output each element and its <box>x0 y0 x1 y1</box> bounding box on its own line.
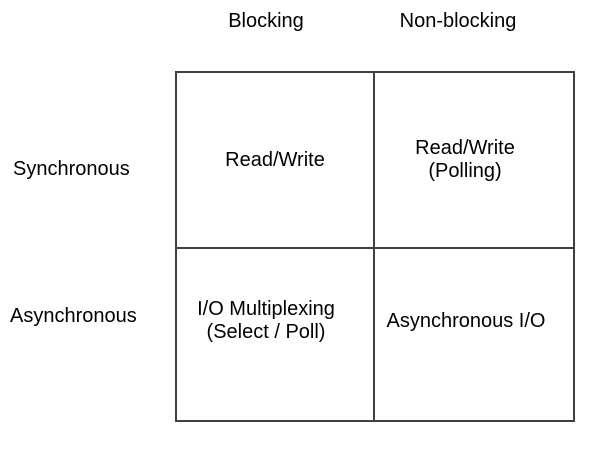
cell-label-line: Read/Write <box>225 148 325 171</box>
row-header-asynchronous: Asynchronous <box>10 305 137 327</box>
cell-synchronous-blocking: Read/Write <box>177 73 375 249</box>
cell-label: Asynchronous I/O <box>387 310 546 333</box>
cell-label-line: (Select / Poll) <box>206 321 326 343</box>
cell-synchronous-non-blocking: Read/Write (Polling) <box>375 73 573 249</box>
cell-label: Read/Write <box>225 149 325 172</box>
cell-label-line: Asynchronous I/O <box>386 309 546 332</box>
row-header-synchronous: Synchronous <box>13 158 130 180</box>
cell-label-line: (Polling) <box>428 160 502 182</box>
column-header-non-blocking: Non-blocking <box>399 10 517 32</box>
cell-label-line: Read/Write <box>415 137 515 159</box>
cell-asynchronous-blocking: I/O Multiplexing (Select / Poll) <box>177 249 375 420</box>
cell-label: Read/Write (Polling) <box>415 137 515 183</box>
column-header-blocking: Blocking <box>228 10 304 32</box>
cell-label: I/O Multiplexing (Select / Poll) <box>197 298 335 344</box>
matrix-grid: Read/Write Read/Write (Polling) I/O Mult… <box>175 71 575 422</box>
cell-asynchronous-non-blocking: Asynchronous I/O <box>375 249 573 420</box>
cell-label-line: I/O Multiplexing <box>197 298 335 320</box>
